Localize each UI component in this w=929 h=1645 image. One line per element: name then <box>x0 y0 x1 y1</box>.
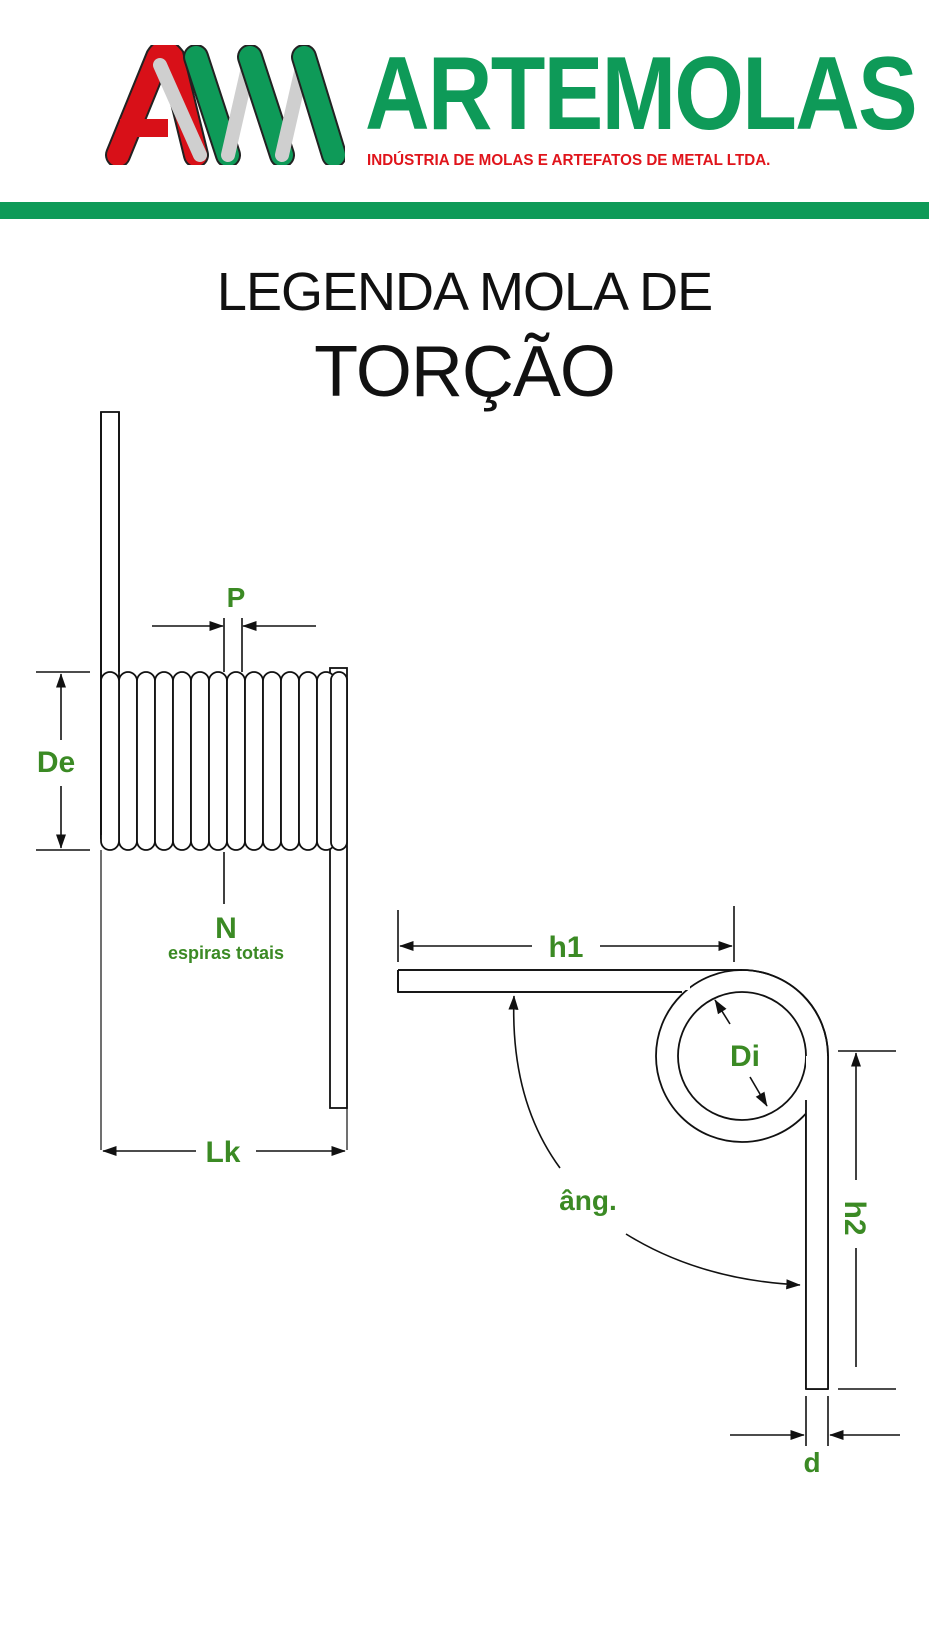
header-divider <box>0 202 929 219</box>
wire-diameter-label: d <box>803 1447 820 1478</box>
end-view <box>397 969 829 1390</box>
artemolas-logo-icon <box>105 45 345 165</box>
leg2-label: h2 <box>838 1200 871 1235</box>
header: ARTEMOLAS INDÚSTRIA DE MOLAS E ARTEFATOS… <box>0 0 929 220</box>
coils-label: N <box>215 912 237 945</box>
angle-dimension <box>508 995 801 1290</box>
leg1-label: h1 <box>548 931 583 964</box>
inner-diameter-dimension <box>714 999 768 1107</box>
pitch-dimension <box>152 618 316 672</box>
leg1-dimension <box>397 906 735 962</box>
wire-diameter-dimension <box>730 1396 900 1446</box>
page-title-line1: LEGENDA MOLA DE <box>216 262 713 322</box>
outer-diameter-label: De <box>37 746 75 779</box>
brand-tagline: INDÚSTRIA DE MOLAS E ARTEFATOS DE METAL … <box>367 152 771 169</box>
coils-shape <box>100 671 348 851</box>
body-length-label: Lk <box>205 1136 240 1169</box>
angle-label: âng. <box>559 1185 617 1216</box>
brand-name: ARTEMOLAS <box>365 36 918 152</box>
pitch-label: P <box>227 582 246 613</box>
coils-caption: espiras totais <box>168 943 284 963</box>
page-title-line2: TORÇÃO <box>314 332 616 412</box>
inner-diameter-label: Di <box>730 1040 760 1073</box>
outer-diameter-dimension <box>36 671 90 851</box>
side-view <box>100 411 348 1150</box>
leg2-dimension <box>838 1050 896 1390</box>
